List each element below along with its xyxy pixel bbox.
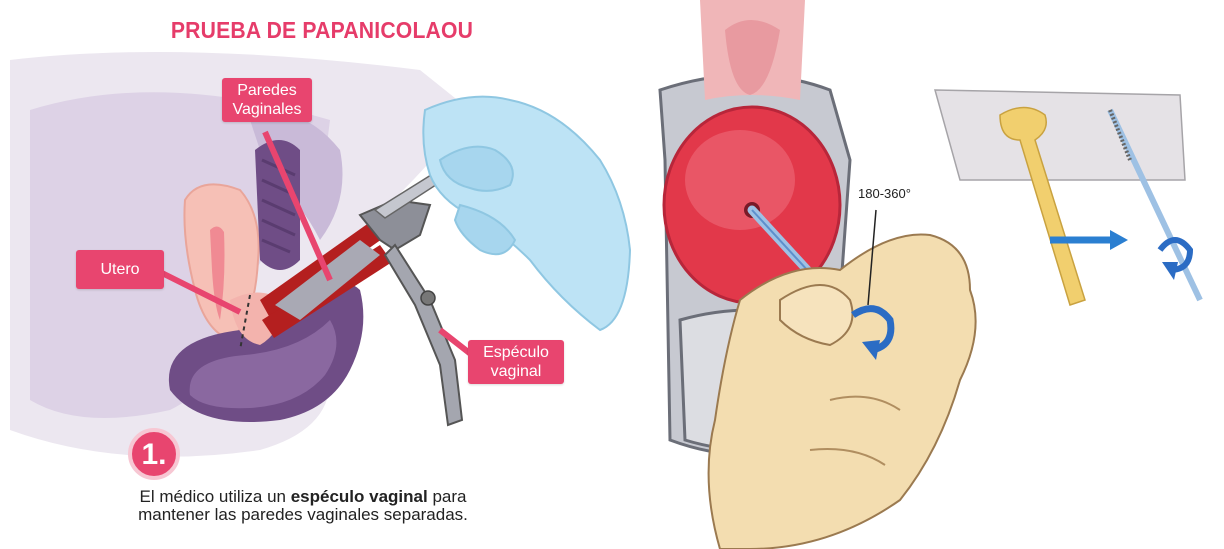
step-caption-line1: El médico utiliza un espéculo vaginal pa…	[108, 488, 498, 506]
label-vaginal-walls: Paredes Vaginales	[222, 78, 312, 122]
slide-direction-arrowhead	[1110, 230, 1128, 250]
caption-part1: El médico utiliza un	[140, 487, 291, 506]
speculum-screw	[421, 291, 435, 305]
glass-slide	[935, 90, 1185, 180]
label-vaginal-walls-line1: Paredes	[228, 81, 306, 100]
step-number-badge: 1.	[128, 428, 180, 480]
rotation-angle-label: 180-360°	[858, 186, 911, 201]
slide-rotation-arrowhead	[1162, 262, 1178, 280]
cervical-sampling-illustration-panel: 180-360°	[640, 0, 1224, 549]
label-vaginal-walls-line2: Vaginales	[228, 100, 306, 119]
label-speculum-line2: vaginal	[474, 362, 558, 381]
label-uterus: Utero	[76, 250, 164, 289]
step-caption: El médico utiliza un espéculo vaginal pa…	[108, 488, 498, 524]
gloved-hand	[423, 97, 630, 330]
cervix-highlight	[685, 130, 795, 230]
label-speculum: Espéculo vaginal	[468, 340, 564, 384]
caption-part2: para	[428, 487, 467, 506]
label-speculum-line1: Espéculo	[474, 343, 558, 362]
page-title: PRUEBA DE PAPANICOLAOU	[166, 17, 479, 44]
caption-bold: espéculo vaginal	[291, 487, 428, 506]
step-caption-line2: mantener las paredes vaginales separadas…	[108, 506, 498, 524]
sampling-illustration	[640, 0, 1224, 549]
papanicolaou-diagram-panel: PRUEBA DE PAPANICOLAOU Paredes Vaginales…	[0, 0, 640, 549]
